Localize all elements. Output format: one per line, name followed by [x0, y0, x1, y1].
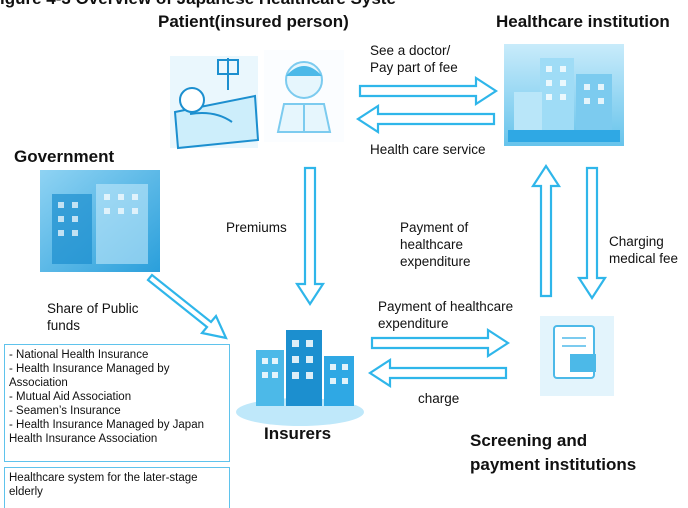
charging-medical-fee-label: Charging medical fee: [609, 234, 679, 266]
insurer-list-item: - Mutual Aid Association: [9, 391, 132, 403]
government-building-icon: [40, 170, 160, 272]
payment-expenditure-label: Payment of healthcare expenditure: [400, 220, 471, 269]
health-care-service-label: Health care service: [370, 142, 486, 157]
arrow-premiums: [294, 166, 326, 307]
insurer-list-item: - National Health Insurance: [9, 349, 149, 361]
charge-label: charge: [418, 391, 460, 406]
insurer-list-item: - Health Insurance Managed by Associatio…: [9, 363, 170, 389]
arrow-share-public-funds: [146, 273, 228, 340]
insurer-list-item: - Health Insurance Managed by Japan Heal…: [9, 419, 204, 445]
insurer-list-item: - Seamen’s Insurance: [9, 405, 121, 417]
insurer-list-box: - National Health Insurance - Health Ins…: [4, 344, 230, 462]
share-public-funds-label: Share of Public funds: [47, 301, 139, 333]
screening-document-icon: [540, 316, 614, 396]
payment-expenditure-bottom-label: Payment of healthcare expenditure: [378, 299, 514, 331]
see-doctor-label: See a doctor/ Pay part of fee: [370, 43, 458, 75]
arrow-payment-to-screening: [370, 327, 511, 359]
screening-title: Screening and payment institutions: [470, 431, 637, 474]
insurers-title: Insurers: [264, 424, 332, 443]
insurers-buildings-icon: [236, 330, 364, 426]
arrow-payment-to-healthcare: [530, 163, 562, 298]
later-stage-label: Healthcare system for the later-stage el…: [9, 472, 198, 498]
arrow-see-doctor: [358, 75, 499, 107]
healthcare-institution-title: Healthcare institution: [496, 12, 670, 31]
patient-bed-icon: [170, 56, 260, 150]
government-title: Government: [14, 147, 115, 166]
hospital-icon: [504, 44, 624, 146]
doctor-icon: [264, 50, 344, 142]
patient-title: Patient(insured person): [158, 12, 349, 31]
arrow-charging-fee: [576, 166, 608, 301]
arrow-health-care-service: [355, 103, 496, 135]
later-stage-box: Healthcare system for the later-stage el…: [4, 467, 230, 508]
figure-title: igure 4-3 Overview of Japanese Healthcar…: [0, 0, 396, 9]
arrow-charge: [367, 357, 508, 389]
premiums-label: Premiums: [226, 220, 287, 235]
